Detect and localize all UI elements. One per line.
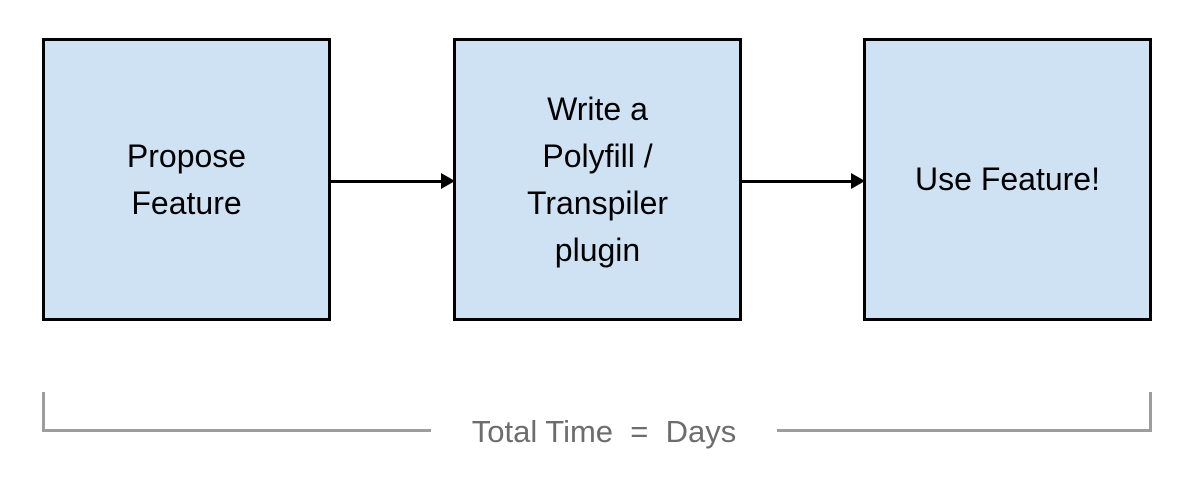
bracket-rule-left (42, 429, 431, 432)
flow-node-label: Write a Polyfill / Transpiler plugin (526, 90, 669, 268)
arrow-shaft (331, 180, 442, 183)
arrow-shaft (741, 180, 852, 183)
flow-node-propose-feature[interactable]: Propose Feature (42, 38, 331, 321)
flow-node-write-polyfill-transpiler-plugin[interactable]: Write a Polyfill / Transpiler plugin (453, 38, 742, 321)
bracket-tick-right (1149, 392, 1152, 432)
total-time-bracket: Total Time = Days (42, 392, 1152, 449)
flow-arrow-polyfill-to-use (741, 170, 865, 194)
bracket-tick-left (42, 392, 45, 432)
flow-node-use-feature[interactable]: Use Feature! (863, 38, 1152, 321)
flow-node-label: Propose Feature (126, 137, 247, 221)
arrow-head-icon (441, 173, 455, 189)
bracket-rule-right (777, 429, 1152, 432)
flow-arrow-propose-to-polyfill (331, 170, 455, 194)
bracket-label: Total Time = Days (471, 414, 737, 449)
flow-node-label: Use Feature! (915, 161, 1100, 197)
arrow-head-icon (851, 173, 865, 189)
